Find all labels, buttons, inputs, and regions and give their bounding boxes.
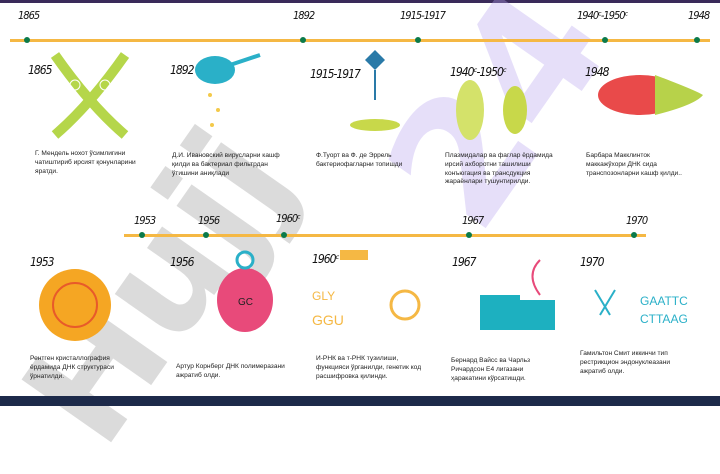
top-border [0, 0, 720, 3]
timeline-year: 1865 [18, 9, 40, 22]
event-year: 1970 [580, 255, 604, 269]
timeline-dot [466, 232, 472, 238]
event-description: Д.И. Ивановский вирусларни кашф қилди ва… [172, 152, 280, 177]
event-description: Гамильтон Смит иккинчи тип рестрикцион э… [580, 350, 671, 375]
timeline-dot [300, 37, 306, 43]
timeline-dot [631, 232, 637, 238]
event-year: 1956 [170, 255, 194, 269]
timeline-bottom-line [124, 234, 646, 237]
timeline-year: 1948 [688, 9, 710, 22]
event-description: Ф.Туорт ва Ф. де Эррель бактериофагларни… [316, 152, 403, 168]
pea-pod-illustration [50, 52, 130, 139]
corn-illustration [598, 75, 703, 115]
bacteriophage-illustration [350, 50, 400, 131]
timeline-dot [694, 37, 700, 43]
event-year: 1967 [452, 255, 476, 269]
event-description: Артур Корнберг ДНК полимеразани ажратиб … [176, 363, 285, 379]
plasmid-illustration [456, 80, 527, 140]
timeline-year: 1940ᶜ-1950ᶜ [577, 9, 628, 22]
event-year: 1915-1917 [310, 67, 361, 81]
timeline-year: 1967 [462, 214, 484, 227]
timeline-year: 1915-1917 [400, 9, 446, 22]
restriction-enzyme-illustration: GAATTC CTTAAG [594, 289, 688, 326]
event-description: Барбара Макклинток маккажўхори ДНК сида … [586, 152, 682, 177]
filter-strainer-illustration [195, 53, 261, 127]
event-year: 1953 [30, 255, 54, 269]
timeline-dot [415, 37, 421, 43]
event-year: 1892 [170, 63, 194, 77]
timeline-dot [203, 232, 209, 238]
timeline-year: 1892 [293, 9, 315, 22]
event-year: 1948 [585, 65, 609, 79]
sequence-label: GAATTC [640, 294, 688, 308]
codon-label: GLY [312, 289, 335, 303]
event-year: 1865 [28, 63, 52, 77]
timeline-year: 1953 [134, 214, 156, 227]
event-description: Плазмидалар ва фаглар ёрдамида ирсий ахб… [445, 152, 553, 186]
timeline-year: 1970 [626, 214, 648, 227]
event-description: Бернард Вайсс ва Чарльз Ричардсон Е4 лиг… [451, 357, 531, 382]
timeline-top-line [10, 39, 710, 42]
timeline-dot [139, 232, 145, 238]
timeline-year: 1960ᶜ [276, 212, 301, 225]
event-description: Г. Мендель нохот ўсимлигини чатиштириб и… [35, 150, 136, 175]
bottom-bar [0, 396, 720, 406]
sequence-label: CTTAAG [640, 312, 688, 326]
timeline-dot [602, 37, 608, 43]
event-description: Рентген кристаллография ёрдамида ДНК стр… [30, 355, 114, 380]
rna-illustration: GLY GGU [312, 250, 421, 328]
event-year: 1940ᶜ-1950ᶜ [450, 65, 507, 79]
timeline-year: 1956 [198, 214, 220, 227]
ligase-illustration [480, 259, 555, 330]
codon-label: GGU [312, 312, 344, 328]
event-year: 1960ᶜ [312, 252, 339, 266]
timeline-dot [24, 37, 30, 43]
dna-polymerase-illustration: GC [217, 250, 273, 332]
timeline-dot [281, 232, 287, 238]
xray-crystallography-illustration [39, 269, 111, 341]
polymerase-label: GC [238, 297, 253, 308]
event-description: И-РНК ва т-РНК тузилиши, функцияси ўрган… [316, 355, 422, 380]
